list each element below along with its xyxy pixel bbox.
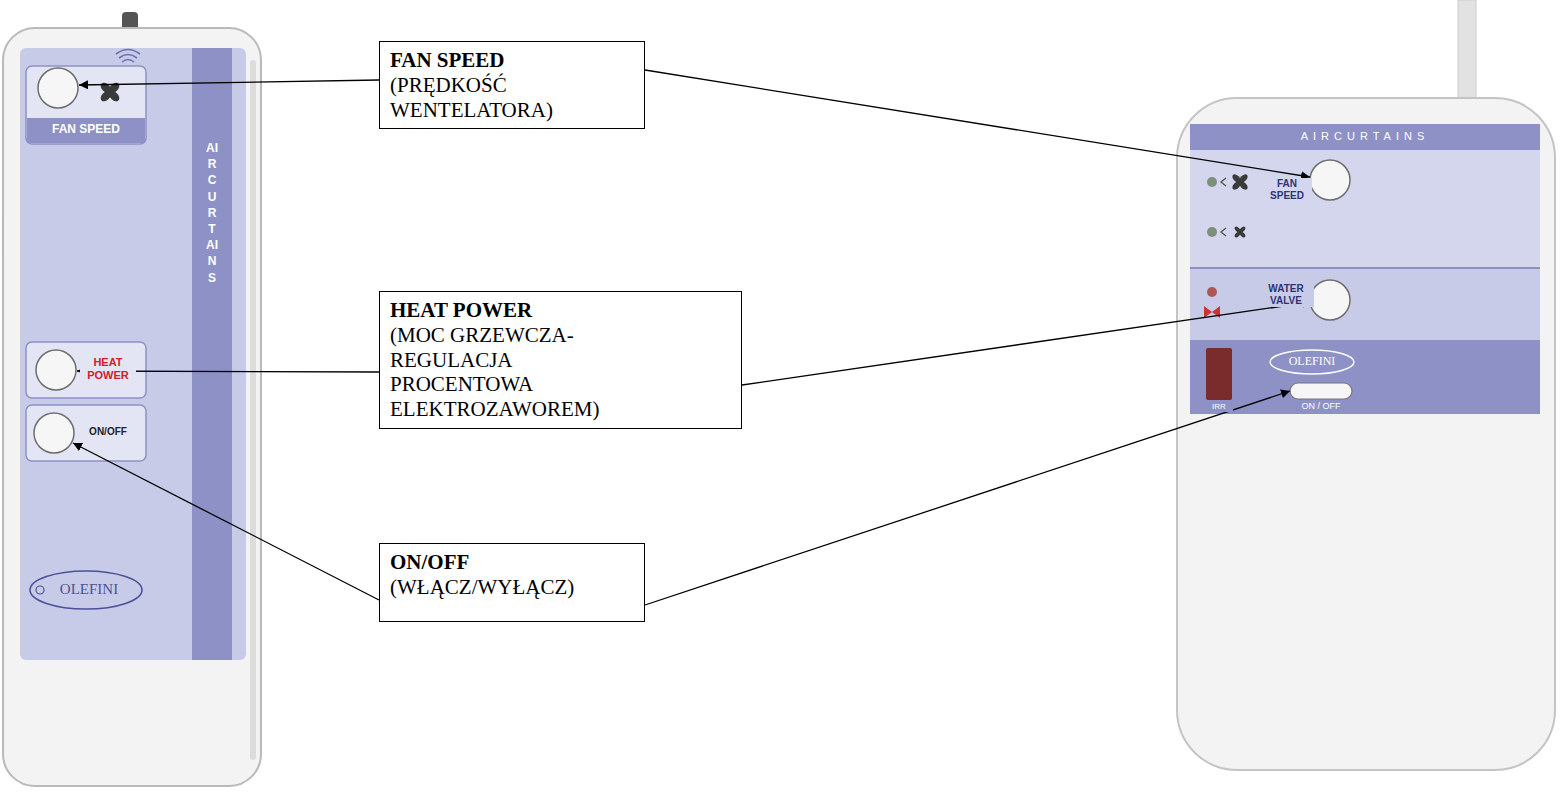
button-frame bbox=[26, 405, 146, 461]
callout-heading: FAN SPEED bbox=[390, 48, 634, 73]
slide-button bbox=[1290, 383, 1352, 399]
handheld-remote bbox=[3, 12, 261, 786]
wireless-arc bbox=[119, 55, 137, 59]
button-caption: WATER VALVE bbox=[1258, 283, 1314, 307]
callout-box: FAN SPEED(PRĘDKOŚĆ WENTELATORA) bbox=[379, 41, 645, 129]
status-led bbox=[1207, 227, 1217, 237]
button-caption: FAN SPEED bbox=[1262, 178, 1312, 202]
logo-oval bbox=[30, 571, 142, 609]
indicator-arrow bbox=[1221, 228, 1226, 236]
bottom-band bbox=[1190, 340, 1540, 414]
fan-section bbox=[1190, 150, 1540, 268]
button-frame bbox=[26, 66, 146, 144]
push-button bbox=[1310, 280, 1350, 320]
remote-body bbox=[3, 28, 261, 786]
wall-remote bbox=[1177, 0, 1555, 770]
leader-lines bbox=[73, 70, 1311, 605]
leader-line bbox=[742, 302, 1311, 385]
callout-translation: (PRĘDKOŚĆ WENTELATORA) bbox=[390, 73, 634, 123]
logo-mark bbox=[36, 586, 44, 594]
button-frame bbox=[26, 342, 146, 398]
control-panel bbox=[20, 48, 246, 660]
push-button bbox=[38, 68, 78, 108]
fan-icon bbox=[1231, 173, 1249, 191]
push-button bbox=[1310, 160, 1350, 200]
fan-icon bbox=[1234, 226, 1247, 239]
wireless-icon bbox=[116, 50, 140, 63]
callout-box: ON/OFF(WŁĄCZ/WYŁĄCZ) bbox=[379, 543, 645, 622]
body-shade bbox=[250, 60, 256, 760]
separator bbox=[1190, 267, 1540, 269]
button-caption: ON/OFF bbox=[80, 426, 136, 438]
ir-receiver bbox=[1206, 348, 1232, 400]
wireless-arc bbox=[122, 60, 134, 63]
remote-body bbox=[1177, 98, 1555, 770]
brand-strip-text: AIRCURTAINS bbox=[206, 140, 218, 286]
status-led bbox=[1207, 287, 1217, 297]
fan-blade bbox=[1231, 173, 1242, 184]
fan-blade bbox=[1234, 226, 1242, 234]
callout-heading: HEAT POWER bbox=[390, 298, 731, 323]
button-caption: ON / OFF bbox=[1286, 401, 1356, 412]
logo-oval bbox=[1270, 350, 1354, 374]
leader-line bbox=[645, 70, 1310, 177]
button-caption: HEAT POWER bbox=[80, 356, 136, 381]
callout-translation: (MOC GRZEWCZA- REGULACJA PROCENTOWA ELEK… bbox=[390, 323, 640, 422]
leader-line bbox=[73, 443, 379, 600]
brand-logo: OLEFINI bbox=[44, 580, 134, 598]
leader-line bbox=[79, 80, 379, 85]
status-led bbox=[1207, 177, 1217, 187]
callout-translation: (WŁĄCZ/WYŁĄCZ) bbox=[390, 575, 634, 600]
callout-heading: ON/OFF bbox=[390, 550, 634, 575]
push-button bbox=[34, 413, 74, 453]
indicator-arrow bbox=[1221, 178, 1226, 186]
brand-header: AIRCURTAINS bbox=[1190, 130, 1540, 143]
wireless-arc bbox=[116, 50, 140, 55]
control-panel bbox=[1190, 124, 1540, 414]
receiver-caption: IRR bbox=[1205, 402, 1233, 412]
header-band bbox=[1190, 124, 1540, 150]
cable bbox=[1458, 0, 1476, 112]
fan-blade bbox=[99, 81, 113, 95]
push-button bbox=[36, 350, 76, 390]
side-stripe bbox=[192, 48, 232, 660]
brand-logo: OLEFINI bbox=[1272, 354, 1352, 368]
callout-box: HEAT POWER(MOC GRZEWCZA- REGULACJA PROCE… bbox=[379, 291, 742, 429]
label-band bbox=[27, 118, 145, 143]
button-caption: FAN SPEED bbox=[30, 122, 142, 136]
